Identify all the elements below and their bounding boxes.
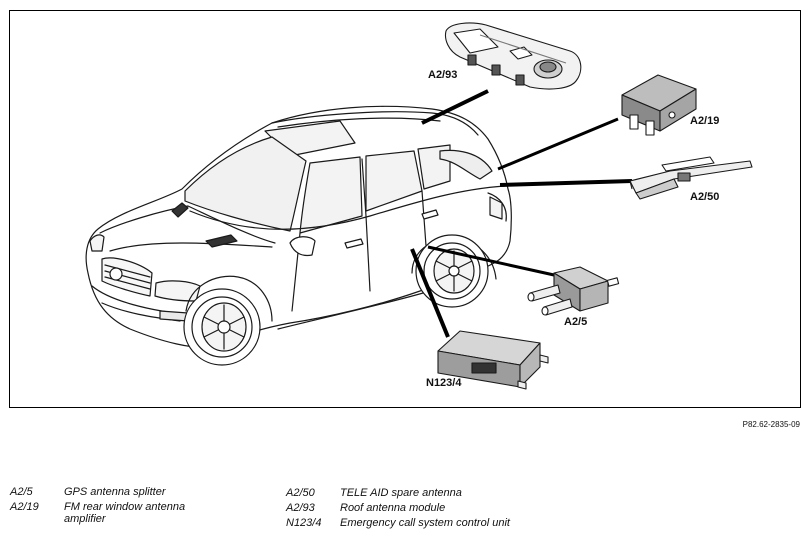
callout-fm-amplifier: A2/19 [690,115,720,127]
emergency-unit-drawing [437,330,549,390]
roof-antenna-module-drawing [444,22,582,90]
rear-wheel [415,234,489,308]
figure-reference: P82.62-2835-09 [742,420,800,429]
suv-illustration [85,105,512,366]
legend-description: TELE AID spare antenna [340,487,462,499]
legend-description: GPS antenna splitter [64,486,166,498]
leader-lines [410,89,633,338]
fm-amplifier-drawing [621,74,697,136]
legend-description: Roof antenna module [340,502,446,514]
legend-description: Emergency call system control unit [340,517,510,529]
callout-roof-antenna: A2/93 [428,69,458,81]
legend-code: A2/19 [10,501,39,513]
tele-aid-antenna-drawing [629,156,753,200]
diagram-drawing [85,22,753,390]
legend-description: FM rear window antenna amplifier [64,501,186,525]
legend-code: N123/4 [286,517,322,529]
legend-code: A2/5 [10,486,33,498]
legend-code: A2/50 [286,487,315,499]
callout-emergency-unit: N123/4 [426,377,462,389]
legend-code: A2/93 [286,502,315,514]
callout-gps-splitter: A2/5 [564,316,588,328]
component-diagram: A2/93 A2/19 A2/50 A2/5 N123/4 [9,10,801,408]
front-wheel [183,288,261,366]
gps-splitter-drawing [527,266,620,316]
callout-tele-aid-antenna: A2/50 [690,191,720,203]
